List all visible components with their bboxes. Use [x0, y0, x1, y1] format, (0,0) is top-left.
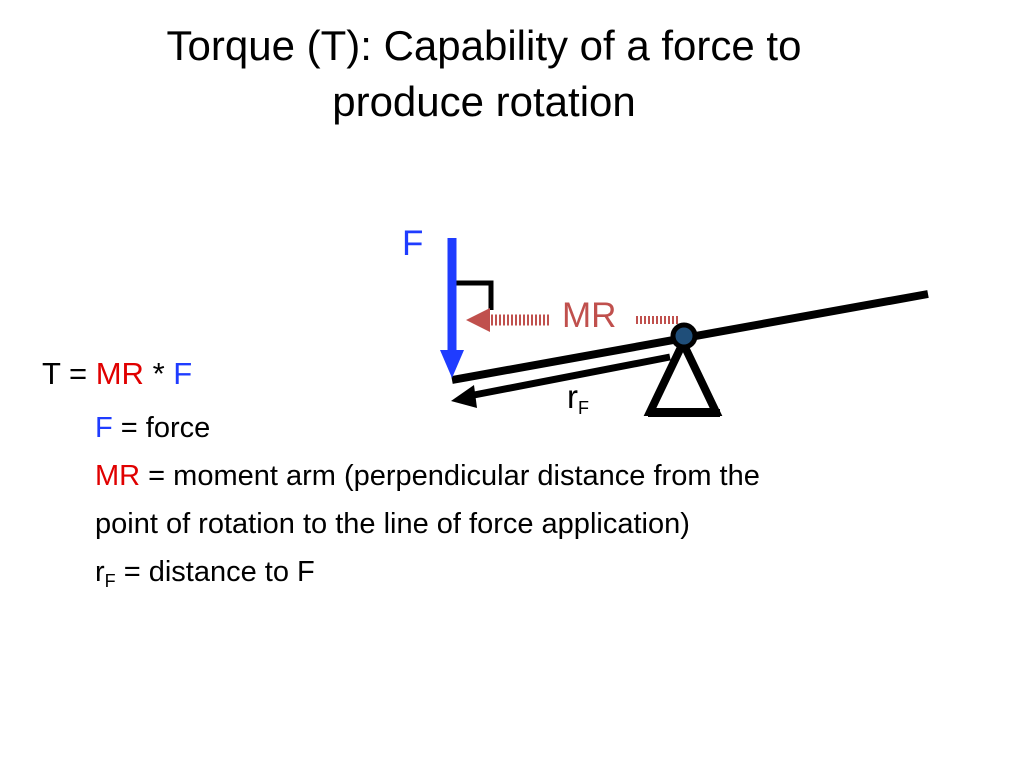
definition-moment-arm-cont: point of rotation to the line of force a… — [95, 508, 690, 540]
pivot-point — [670, 322, 698, 350]
def-f-symbol: F — [95, 412, 113, 444]
equation-f: F — [173, 356, 193, 391]
force-arrow-head — [440, 350, 464, 378]
moment-arm-arrow — [466, 308, 678, 332]
right-angle-marker — [456, 280, 494, 310]
distance-arrow-head — [451, 385, 477, 408]
equation-mr: MR — [95, 356, 144, 391]
equation-lhs: T = — [42, 356, 88, 391]
distance-label-sub: F — [578, 398, 589, 418]
title-line-2: produce rotation — [332, 78, 636, 125]
distance-label: rF — [567, 378, 589, 419]
definition-moment-arm: MR = moment arm (perpendicular distance … — [95, 452, 975, 500]
def-rf-sub: F — [104, 571, 116, 591]
def-mr-text: = moment arm (perpendicular distance fro… — [148, 460, 760, 492]
equation-operator: * — [152, 356, 165, 391]
def-f-text: = force — [120, 412, 211, 444]
fulcrum-triangle — [643, 333, 723, 416]
torque-equation: T = MR * F — [42, 354, 192, 394]
moment-arm-label: MR — [562, 296, 617, 335]
slide-title: Torque (T): Capability of a force to pro… — [0, 18, 968, 130]
def-rf-text: = distance to F — [123, 556, 315, 588]
definitions-list: F = force MR = moment arm (perpendicular… — [95, 404, 975, 605]
definition-force: F = force — [95, 404, 975, 452]
distance-arrow-shaft — [473, 353, 671, 399]
def-rf-main: r — [95, 556, 105, 588]
title-line-1: Torque (T): Capability of a force to — [166, 22, 802, 69]
distance-label-main: r — [567, 378, 578, 415]
def-mr-symbol: MR — [95, 460, 141, 492]
force-label: F — [402, 224, 424, 263]
definition-distance: rF = distance to F — [95, 548, 975, 605]
